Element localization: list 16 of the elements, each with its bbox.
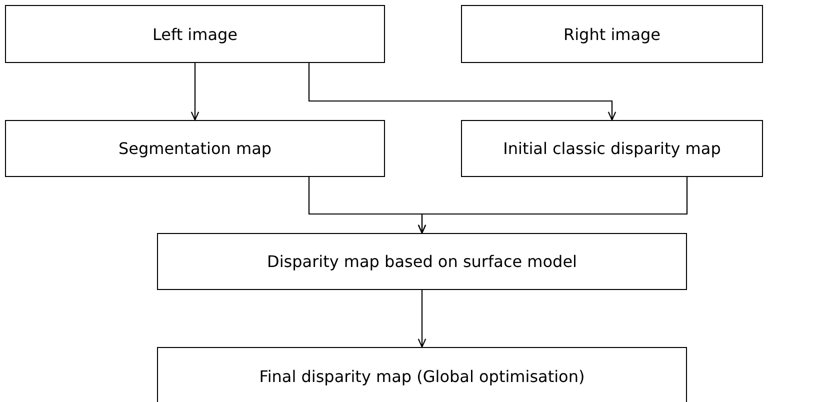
- arrow: [190, 63, 200, 121]
- process-box: [157, 347, 687, 402]
- arrow: [418, 177, 688, 234]
- process-box: [5, 5, 385, 63]
- box-label: Right image: [563, 24, 661, 44]
- process-box: [461, 120, 763, 177]
- process-box: [461, 5, 763, 63]
- box-label: Final disparity map (Global optimisation): [259, 366, 585, 386]
- box-label: Segmentation map: [118, 139, 272, 158]
- arrow: [308, 63, 616, 121]
- box-label: Left image: [152, 24, 238, 44]
- process-box: [5, 120, 385, 177]
- arrow: [418, 290, 426, 348]
- box-label: Disparity map based on surface model: [267, 252, 577, 271]
- box-label: Initial classic disparity map: [503, 139, 721, 158]
- process-box: [157, 233, 687, 290]
